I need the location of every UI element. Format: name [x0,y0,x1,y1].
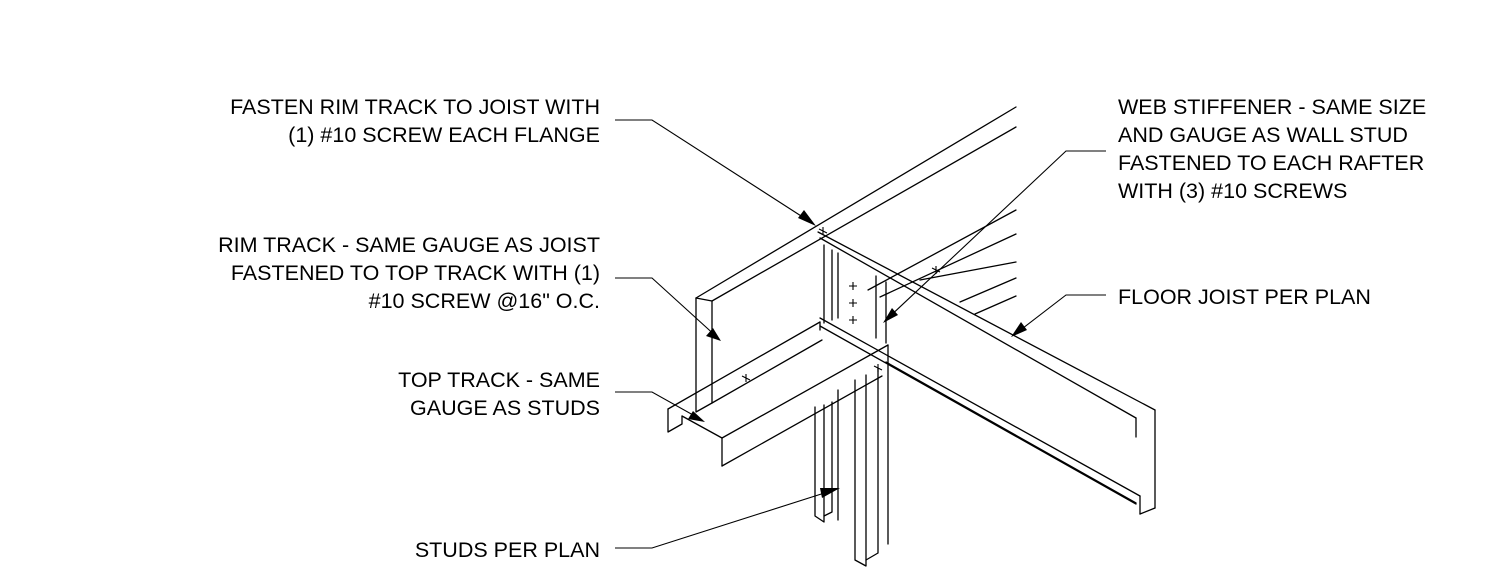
callout-fasten-rim-line-2: (1) #10 SCREW EACH FLANGE [288,123,600,147]
callout-web-stiffener-line-3: FASTENED TO EACH RAFTER [1118,151,1424,175]
rim-track [695,106,1017,413]
callout-fasten-rim-track: FASTEN RIM TRACK TO JOIST WITH (1) #10 S… [230,95,600,147]
callout-rim-track-line-2: FASTENED TO TOP TRACK WITH (1) [231,261,600,285]
callout-web-stiffener-line-4: WITH (3) #10 SCREWS [1118,179,1347,203]
callout-studs-line-1: STUDS PER PLAN [415,538,600,562]
leader-rim-track [615,277,721,341]
callout-floor-joist: FLOOR JOIST PER PLAN [1118,285,1371,309]
callout-rim-track-line-3: #10 SCREW @16" O.C. [369,289,600,313]
leader-studs [615,488,840,549]
leader-web-stiffener [883,150,1106,323]
leader-fasten-rim [615,119,816,226]
callout-web-stiffener-line-1: WEB STIFFENER - SAME SIZE [1118,95,1426,119]
callout-floor-joist-line-1: FLOOR JOIST PER PLAN [1118,285,1371,309]
callout-fasten-rim-line-1: FASTEN RIM TRACK TO JOIST WITH [230,95,600,119]
wall-studs [814,344,889,567]
callout-rim-track-line-1: RIM TRACK - SAME GAUGE AS JOIST [218,233,600,257]
callout-top-track: TOP TRACK - SAME GAUGE AS STUDS [398,368,600,420]
floor-joist [817,231,1156,515]
callout-web-stiffener-line-2: AND GAUGE AS WALL STUD [1118,123,1408,147]
adjacent-joists [867,209,1017,315]
callout-studs: STUDS PER PLAN [415,538,600,562]
callout-web-stiffener: WEB STIFFENER - SAME SIZE AND GAUGE AS W… [1118,95,1426,203]
leader-floor-joist [1011,294,1106,337]
callout-rim-track: RIM TRACK - SAME GAUGE AS JOIST FASTENED… [218,233,600,313]
callout-top-track-line-2: GAUGE AS STUDS [410,396,600,420]
screw-marks [741,227,941,382]
web-stiffener [823,244,887,344]
callout-top-track-line-1: TOP TRACK - SAME [398,368,600,392]
leader-top-track [615,391,705,422]
